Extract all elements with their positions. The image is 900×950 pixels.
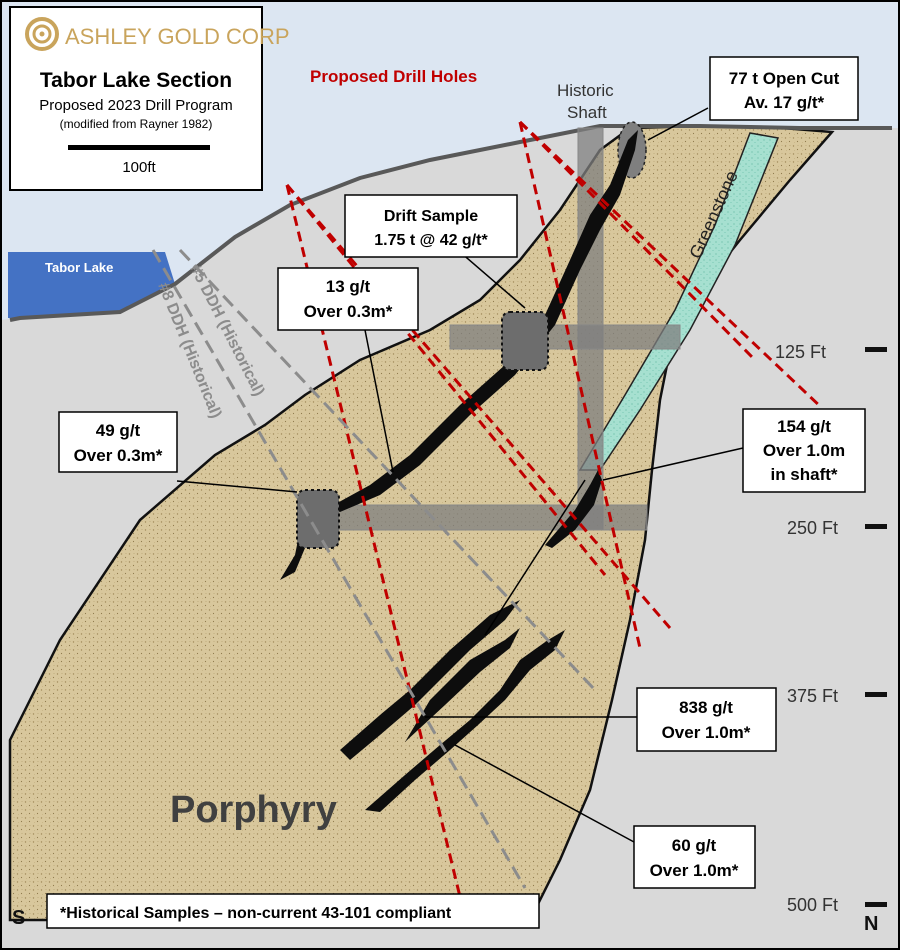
scale-bar-label: 100ft — [122, 159, 156, 176]
leader-49gt — [176, 480, 298, 493]
ddh5-trace — [178, 248, 597, 692]
section-subtitle: Proposed 2023 Drill Program — [39, 97, 232, 114]
proposed-drill-holes — [285, 120, 824, 906]
svg-text:Over 1.0m: Over 1.0m — [763, 441, 845, 460]
depth-tick-250 — [865, 524, 887, 529]
historical-samples-footnote: *Historical Samples – non-current 43-101… — [46, 893, 540, 929]
leader-60gt — [454, 744, 635, 843]
historical-drill-holes — [151, 248, 597, 889]
proposed-hole-1 — [285, 184, 464, 906]
shaft-vein — [545, 470, 602, 548]
callout-60gt: 60 g/t Over 1.0m* — [633, 825, 756, 889]
proposed-hole-3 — [285, 184, 672, 629]
svg-text:Over 0.3m*: Over 0.3m* — [304, 302, 393, 321]
proposed-holes-label: Proposed Drill Holes — [310, 67, 477, 86]
depth-label-500: 500 Ft — [787, 895, 838, 915]
svg-text:in shaft*: in shaft* — [770, 465, 837, 484]
callout-154gt: 154 g/t Over 1.0m in shaft* — [742, 408, 866, 493]
leader-open-cut — [647, 107, 709, 141]
svg-text:838 g/t: 838 g/t — [679, 698, 733, 717]
branch-vein-middle — [365, 630, 565, 812]
svg-text:13 g/t: 13 g/t — [326, 277, 371, 296]
depth-tick-125 — [865, 347, 887, 352]
ore-veins — [280, 130, 638, 812]
depth-label-125: 125 Ft — [775, 342, 826, 362]
porphyry-label: Porphyry — [170, 789, 337, 831]
title-box: ASHLEY GOLD CORP Tabor Lake Section Prop… — [9, 6, 290, 191]
historic-shaft-label-line2: Shaft — [567, 103, 607, 122]
leader-13gt — [364, 329, 394, 473]
svg-text:Av. 17 g/t*: Av. 17 g/t* — [744, 93, 825, 112]
svg-text:154 g/t: 154 g/t — [777, 417, 831, 436]
sample-zone-drift — [501, 311, 549, 371]
depth-label-250: 250 Ft — [787, 518, 838, 538]
svg-text:Over 1.0m*: Over 1.0m* — [650, 861, 739, 880]
ddh8-trace — [151, 249, 527, 889]
proposed-hole-5 — [518, 120, 757, 362]
lake-label: Tabor Lake — [45, 260, 113, 275]
section-source: (modified from Rayner 1982) — [60, 117, 213, 131]
svg-text:77 t Open Cut: 77 t Open Cut — [729, 69, 840, 88]
callout-drift-sample: Drift Sample 1.75 t @ 42 g/t* — [344, 194, 518, 258]
depth-label-375: 375 Ft — [787, 686, 838, 706]
branch-vein-lower — [405, 628, 520, 742]
branch-vein-upper — [340, 600, 520, 760]
section-title: Tabor Lake Section — [40, 69, 232, 92]
proposed-hole-6 — [518, 121, 642, 649]
lower-drift-level — [324, 504, 648, 531]
historic-shaft-label-line1: Historic — [557, 81, 614, 100]
depth-scale: 125 Ft 250 Ft 375 Ft 500 Ft — [775, 342, 887, 915]
callout-open-cut: 77 t Open Cut Av. 17 g/t* — [709, 56, 859, 121]
callout-13gt: 13 g/t Over 0.3m* — [277, 267, 419, 331]
svg-text:1.75 t @ 42 g/t*: 1.75 t @ 42 g/t* — [374, 232, 488, 249]
upper-drift-level — [449, 324, 681, 350]
callout-49gt: 49 g/t Over 0.3m* — [58, 411, 178, 473]
svg-text:49 g/t: 49 g/t — [96, 421, 141, 440]
south-marker: S — [12, 907, 25, 929]
leader-154-shaft-vein — [484, 479, 586, 636]
proposed-hole-4 — [518, 120, 824, 410]
north-marker: N — [864, 913, 878, 935]
svg-text:Over 0.3m*: Over 0.3m* — [74, 446, 163, 465]
leader-154gt — [602, 447, 744, 481]
proposed-hole-2 — [285, 184, 607, 576]
scale-bar — [68, 145, 210, 150]
callout-838gt: 838 g/t Over 1.0m* — [636, 687, 777, 752]
depth-tick-500 — [865, 902, 887, 907]
tabor-lake — [8, 252, 175, 318]
ground-surface-line — [9, 124, 892, 322]
svg-text:Over 1.0m*: Over 1.0m* — [662, 723, 751, 742]
svg-text:Drift Sample: Drift Sample — [384, 208, 478, 225]
svg-text:60 g/t: 60 g/t — [672, 836, 717, 855]
sample-zone-49gt — [296, 489, 340, 549]
leader-drift — [459, 251, 526, 309]
company-logo-icon — [25, 17, 59, 51]
leader-lines — [176, 107, 744, 843]
company-name: ASHLEY GOLD CORP — [65, 24, 290, 49]
svg-text:*Historical Samples – non-curr: *Historical Samples – non-current 43-101… — [60, 905, 452, 922]
depth-tick-375 — [865, 692, 887, 697]
